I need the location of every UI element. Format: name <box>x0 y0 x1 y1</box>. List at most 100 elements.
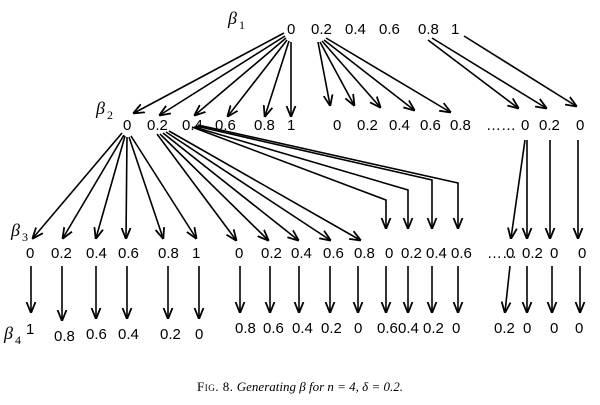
edge-arrow <box>168 130 360 240</box>
edge-arrow <box>159 133 268 240</box>
edge-arrow <box>195 125 432 228</box>
node-r3-8: 0.4 <box>291 245 312 262</box>
edge-arrow <box>128 136 163 238</box>
row-1-nodes: 0 0.2 0.4 0.6 0.8 1 <box>287 21 459 38</box>
node-r4-2: 0.6 <box>86 326 107 343</box>
node-r2-1: 0.2 <box>147 117 168 134</box>
node-r4-3: 0.4 <box>118 326 139 343</box>
node-r3-7: 0.2 <box>261 245 282 262</box>
node-r3-11: 0 <box>385 245 393 262</box>
node-r4-1: 0.8 <box>54 328 75 345</box>
node-r3-ellipsis: …… <box>487 245 517 262</box>
node-r2-13: 0.2 <box>539 117 560 134</box>
node-r3-2: 0.4 <box>86 245 107 262</box>
edge-arrow <box>319 41 354 105</box>
level-label-beta-1: β 1 <box>227 8 245 32</box>
edges-level-2-to-3 <box>33 124 578 240</box>
node-r2-7: 0.2 <box>357 117 378 134</box>
node-r2-9: 0.6 <box>420 117 441 134</box>
edge-arrow <box>197 124 458 228</box>
node-r1-3: 0.6 <box>379 21 400 38</box>
node-r2-0: 0 <box>123 117 131 134</box>
node-r3-1: 0.2 <box>51 245 72 262</box>
node-r3-16: 0 <box>506 245 514 262</box>
node-r2-6: 0 <box>333 117 341 134</box>
svg-text:1: 1 <box>239 18 245 32</box>
svg-text:4: 4 <box>15 333 21 347</box>
node-r4-12: 0.4 <box>398 320 419 337</box>
edge-arrow <box>160 35 286 115</box>
edge-arrow <box>228 39 288 116</box>
node-r3-12: 0.2 <box>401 245 422 262</box>
edge-arrow <box>191 126 386 228</box>
edge-arrow <box>33 132 123 238</box>
node-r2-10: 0.8 <box>450 117 471 134</box>
svg-text:β: β <box>95 98 105 118</box>
edge-arrow <box>126 136 127 238</box>
svg-text:2: 2 <box>107 108 113 122</box>
caption-text: Generating β for n = 4, δ = 0.2. <box>236 379 403 394</box>
edge-arrow <box>325 37 450 112</box>
node-r3-9: 0.6 <box>323 245 344 262</box>
node-r2-12: 0 <box>521 117 529 134</box>
edge-arrow <box>162 132 298 240</box>
node-r4-13: 0.2 <box>423 320 444 337</box>
node-r2-8: 0.4 <box>389 117 410 134</box>
node-r2-ellipsis: …… <box>486 117 516 134</box>
node-r3-18: 0 <box>550 245 558 262</box>
node-r3-13: 0.4 <box>426 245 447 262</box>
edge-arrow <box>265 40 290 116</box>
edge-arrow <box>130 135 196 238</box>
node-r2-5: 1 <box>287 117 295 134</box>
node-r1-1: 0.2 <box>311 21 332 38</box>
edge-arrow <box>505 265 510 312</box>
edge-arrow <box>165 131 330 240</box>
node-r3-3: 0.6 <box>118 245 139 262</box>
edge-arrow <box>96 135 126 238</box>
edge-arrow <box>463 35 576 106</box>
node-r3-0: 0 <box>26 245 34 262</box>
node-r3-17: 0.2 <box>522 245 543 262</box>
edge-arrow <box>193 126 408 228</box>
node-r3-5: 1 <box>192 245 200 262</box>
row-2-nodes: 0 0.2 0.4 0.6 0.8 1 0 0.2 0.4 0.6 0.8 ……… <box>123 117 584 134</box>
figure-caption: Fig. 8. Generating β for n = 4, δ = 0.2. <box>0 379 600 395</box>
edge-arrow <box>63 134 125 238</box>
node-r4-6: 0.8 <box>235 320 256 337</box>
node-r4-8: 0.4 <box>292 320 313 337</box>
figure-label: Fig. 8. <box>197 379 234 394</box>
node-r4-15: 0.2 <box>494 320 515 337</box>
node-r4-5: 0 <box>195 326 203 343</box>
edge-arrow <box>156 133 236 240</box>
node-r3-14: 0.6 <box>451 245 472 262</box>
node-r3-6: 0 <box>235 245 243 262</box>
node-r2-14: 0 <box>576 117 584 134</box>
edge-arrow <box>317 41 330 105</box>
row-3-nodes: 0 0.2 0.4 0.6 0.8 1 0 0.2 0.4 0.6 0.8 0 … <box>26 245 586 262</box>
svg-text:β: β <box>3 323 13 343</box>
edge-arrow <box>195 37 287 115</box>
node-r4-11: 0.6 <box>377 320 398 337</box>
level-label-beta-4: β 4 <box>3 323 21 347</box>
node-r1-4: 0.8 <box>418 21 439 38</box>
edges-level-1-to-2 <box>134 32 576 116</box>
node-r4-17: 0 <box>550 320 558 337</box>
edge-arrow <box>321 40 380 107</box>
node-r1-0: 0 <box>287 21 295 38</box>
node-r3-19: 0 <box>578 245 586 262</box>
edge-arrow <box>511 139 526 238</box>
edge-arrow <box>134 32 285 113</box>
level-label-beta-2: β 2 <box>95 98 113 122</box>
node-r4-0: 1 <box>26 321 34 338</box>
svg-text:β: β <box>10 220 20 240</box>
node-r4-18: 0 <box>575 320 583 337</box>
node-r2-4: 0.8 <box>254 117 275 134</box>
edges-level-3-to-4 <box>31 265 580 320</box>
node-r4-9: 0.2 <box>321 320 342 337</box>
edge-arrow <box>431 37 546 108</box>
level-label-beta-3: β 3 <box>10 220 28 244</box>
node-r4-16: 0 <box>523 320 531 337</box>
svg-text:3: 3 <box>22 230 28 244</box>
edge-arrow <box>323 39 414 110</box>
